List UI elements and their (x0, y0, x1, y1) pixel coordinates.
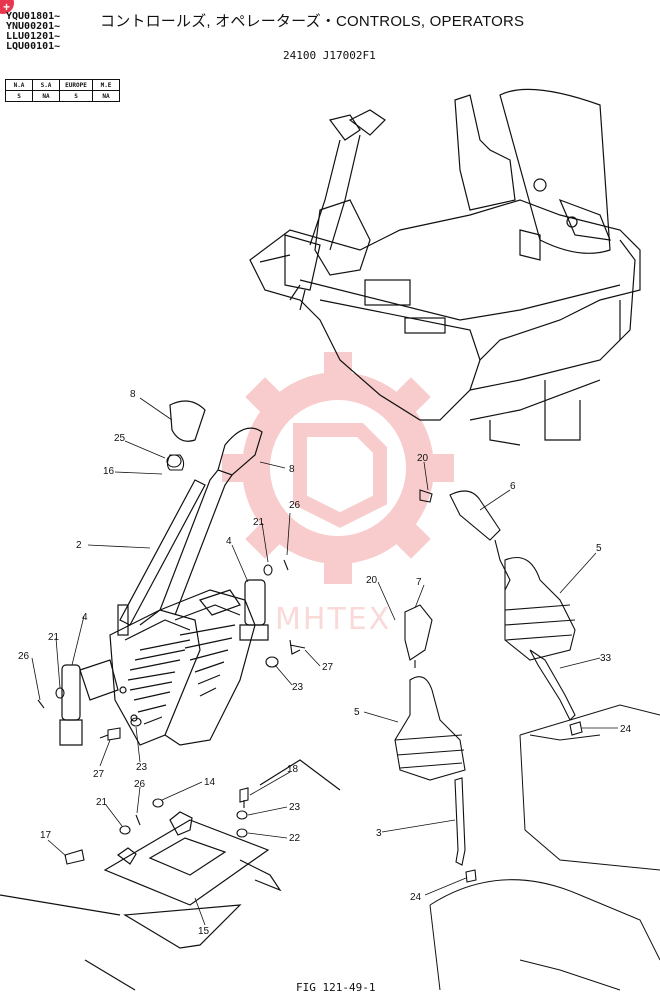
serial-number-list: YQU01801~ YNU00201~ LLU01201~ LQU00101~ (6, 12, 60, 52)
callout-2: 2 (76, 540, 82, 551)
callout-14: 14 (204, 777, 216, 788)
market-header-row: N.A S.A EUROPE M.E (5, 79, 120, 91)
pin-26c (135, 814, 141, 826)
lever-rod (494, 539, 511, 591)
callout-21: 21 (253, 517, 265, 528)
boot-5b-folds (394, 734, 465, 769)
callout-26: 26 (18, 651, 30, 662)
washer-21b (55, 687, 65, 699)
market-value-cell: S (5, 90, 33, 102)
callout-15: 15 (198, 926, 210, 937)
callout-labels: 8 25 16 8 26 21 4 2 20 6 5 20 7 4 21 26 … (18, 389, 632, 937)
callout-24: 24 (410, 892, 422, 903)
callout-33: 33 (600, 653, 612, 664)
callout-8: 8 (289, 464, 295, 475)
callout-18: 18 (287, 764, 299, 775)
bracket (116, 847, 137, 865)
callout-20: 20 (366, 575, 378, 586)
floor-outline (123, 904, 242, 949)
knob-7 (404, 604, 433, 661)
serial-number: YQU01801~ (6, 11, 61, 22)
rod-33 (529, 649, 576, 721)
market-value-cell: NA (32, 90, 60, 102)
callout-27: 27 (322, 662, 334, 673)
travel-lever-pedal-assembly (59, 400, 269, 746)
nut-14 (152, 798, 164, 808)
callout-16: 16 (103, 466, 115, 477)
callout-27: 27 (93, 769, 105, 780)
serial-number: YNU00201~ (6, 21, 61, 32)
callout-23: 23 (292, 682, 304, 693)
plate-opening (148, 837, 227, 876)
floor-edge (84, 959, 136, 991)
nut-24b (465, 869, 477, 883)
callout-26: 26 (134, 779, 146, 790)
plate-15 (103, 819, 270, 906)
pin-26b (37, 699, 45, 709)
callout-8: 8 (130, 389, 136, 400)
leader-lines (31, 397, 618, 926)
bushing-16 (166, 454, 185, 471)
callout-5: 5 (354, 707, 360, 718)
part-group-number: 24100 J17002F1 (283, 49, 376, 62)
callout-7: 7 (416, 577, 422, 588)
callout-20: 20 (417, 453, 429, 464)
market-value-cell: S (59, 90, 93, 102)
pin-26a (283, 559, 289, 571)
boot-5a-folds (504, 604, 576, 641)
bolt-18 (239, 787, 249, 808)
nut-23a (265, 656, 279, 668)
nut-25 (166, 454, 182, 468)
callout-4: 4 (82, 612, 88, 623)
bolt-17 (64, 849, 85, 865)
callout-26: 26 (289, 500, 301, 511)
operator-console-assembly (249, 88, 641, 446)
watermark-gear-logo (222, 352, 454, 584)
serial-number: LQU00101~ (6, 41, 61, 52)
floor-edge (0, 894, 121, 916)
callout-21: 21 (48, 632, 60, 643)
washer-21a (263, 564, 273, 576)
callout-22: 22 (289, 833, 301, 844)
serial-number: LLU01201~ (6, 31, 61, 42)
bolt-27a (289, 639, 306, 655)
callout-4: 4 (226, 536, 232, 547)
hardware-parts (37, 454, 583, 883)
floor-outline (239, 859, 282, 892)
nut-23c (236, 810, 248, 820)
callout-25: 25 (114, 433, 126, 444)
callout-24: 24 (620, 724, 632, 735)
boot-5b (394, 676, 466, 781)
bracket (169, 811, 193, 836)
floor-plate-assembly (0, 759, 341, 991)
callout-5: 5 (596, 543, 602, 554)
boot-5a (504, 556, 576, 661)
cab-floor-outline (429, 704, 660, 991)
screw-20a (419, 489, 433, 503)
market-value-row: S NA S NA (5, 90, 120, 102)
nut-24a (569, 721, 583, 736)
callout-6: 6 (510, 481, 516, 492)
washer-22 (236, 828, 248, 838)
callout-21: 21 (96, 797, 108, 808)
callout-3: 3 (376, 828, 382, 839)
market-applicability-table: N.A S.A EUROPE M.E S NA S NA (5, 79, 120, 102)
callout-23: 23 (289, 802, 301, 813)
callout-17: 17 (40, 830, 52, 841)
knob-6 (449, 490, 501, 541)
floor-edge (259, 759, 341, 791)
market-value-cell: NA (92, 90, 120, 102)
washer-21c (119, 825, 131, 835)
nut-23b (130, 717, 142, 727)
rod-3 (454, 777, 466, 866)
callout-23: 23 (136, 762, 148, 773)
figure-number: FIG 121-49-1 (296, 981, 376, 994)
corner-marker: + (0, 0, 14, 14)
page-title: コントロールズ, オペレーターズ・CONTROLS, OPERATORS (100, 13, 525, 30)
watermark-text: MHTEX (275, 602, 392, 637)
bolt-27b (99, 727, 121, 741)
